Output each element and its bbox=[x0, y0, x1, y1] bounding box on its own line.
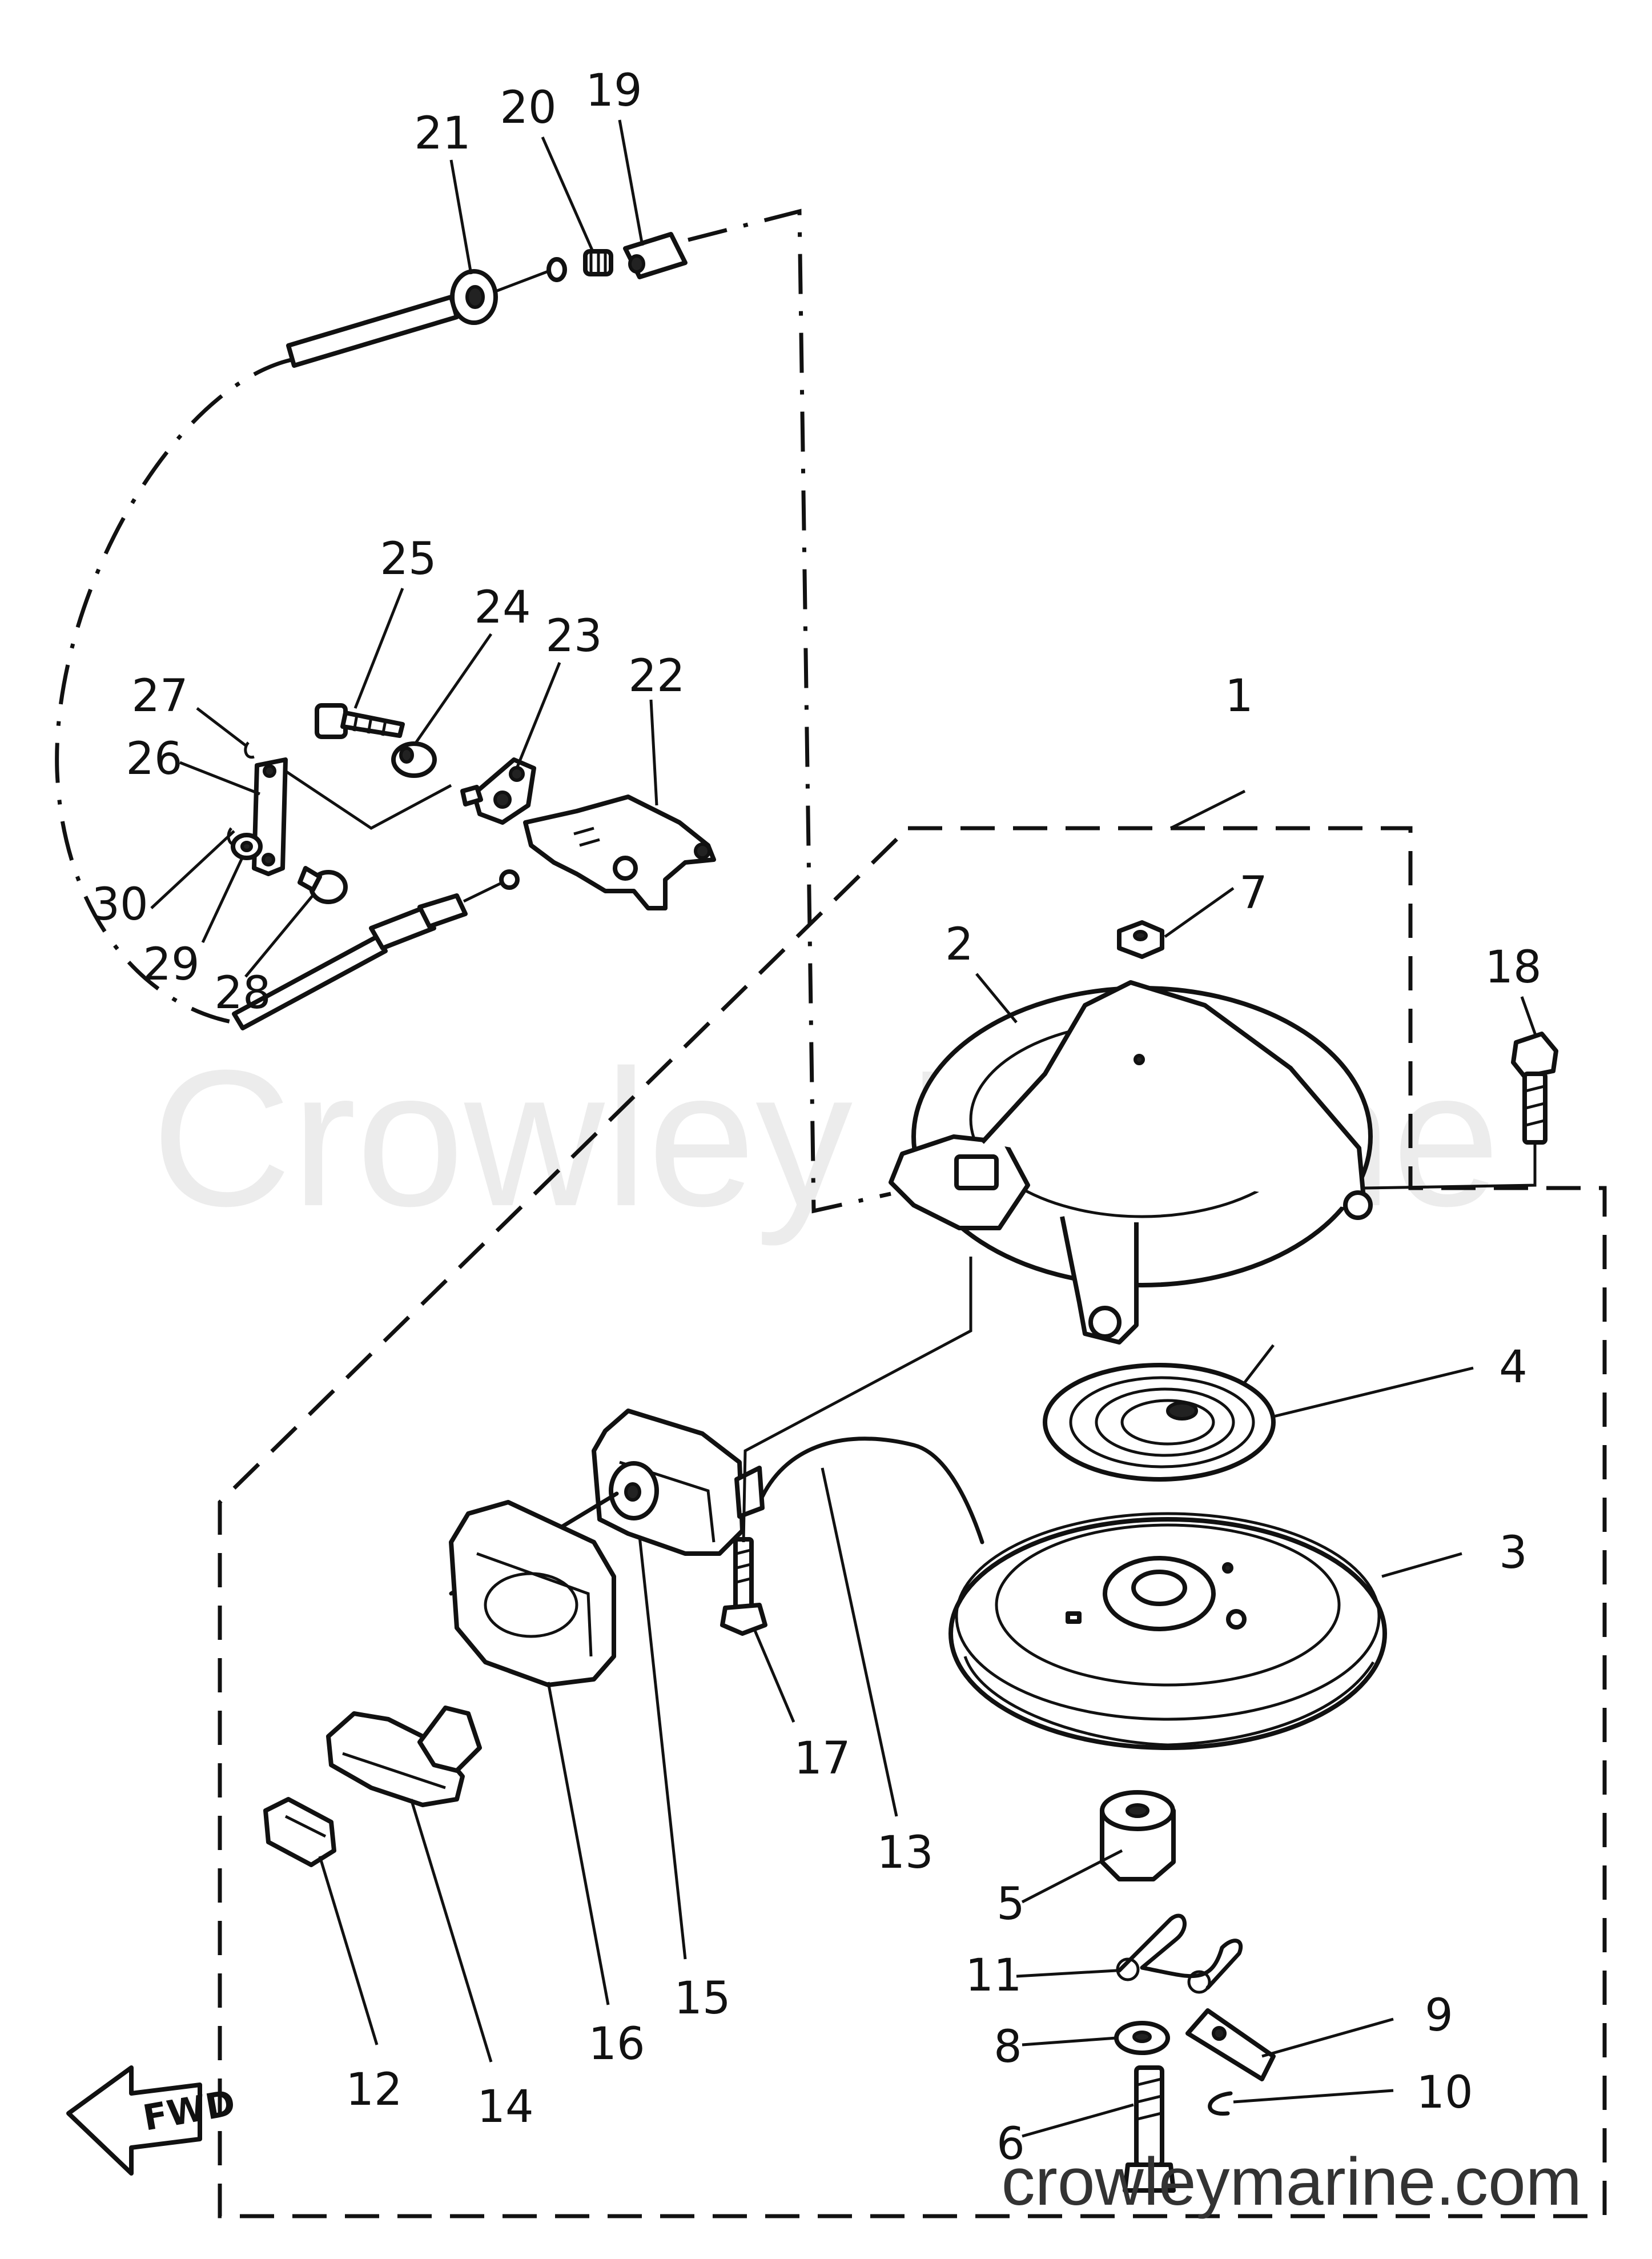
starter-housing-part-2 bbox=[889, 980, 1373, 1345]
screw-part-17 bbox=[720, 1537, 767, 1636]
callout-2: 2 bbox=[945, 919, 974, 970]
starter-rope-part-13 bbox=[760, 1437, 984, 1544]
reel-part-3 bbox=[948, 1512, 1387, 1750]
callout-26: 26 bbox=[126, 733, 182, 785]
spiral-spring-part-4 bbox=[1043, 1344, 1276, 1482]
callout-4: 4 bbox=[1499, 1342, 1528, 1393]
cable-joint-part-19 bbox=[623, 232, 688, 279]
bolt-part-18 bbox=[1511, 1032, 1558, 1145]
callout-10: 10 bbox=[1416, 2067, 1473, 2118]
callout-17: 17 bbox=[794, 1733, 850, 1784]
forward-direction-arrow: FWD bbox=[66, 2065, 238, 2176]
callout-25: 25 bbox=[380, 533, 436, 585]
callout-16: 16 bbox=[588, 2019, 645, 2070]
callout-24: 24 bbox=[474, 582, 530, 633]
guide-connection bbox=[742, 1257, 972, 1543]
nut-part-7 bbox=[1117, 920, 1164, 959]
clip-part-27 bbox=[244, 741, 255, 759]
callout-15: 15 bbox=[674, 1973, 730, 2024]
callout-21: 21 bbox=[414, 108, 471, 159]
leader-lines bbox=[150, 119, 1538, 2138]
bushing-part-5 bbox=[1100, 1790, 1176, 1881]
callout-7: 7 bbox=[1239, 868, 1268, 919]
handle-grip-part-16 bbox=[449, 1500, 616, 1687]
washer-part-29 bbox=[231, 833, 263, 860]
guide-part-15 bbox=[592, 1409, 765, 1556]
callout-29: 29 bbox=[143, 939, 199, 990]
callout-30: 30 bbox=[91, 879, 148, 930]
lower-cable bbox=[232, 869, 520, 1030]
pawl-part-9 bbox=[1185, 2008, 1276, 2081]
assembly-boundary bbox=[218, 826, 1607, 2218]
callout-9: 9 bbox=[1425, 1990, 1453, 2041]
callout-11: 11 bbox=[965, 1950, 1022, 2001]
callout-1: 1 bbox=[1225, 671, 1253, 722]
callout-18: 18 bbox=[1485, 942, 1541, 993]
callout-3: 3 bbox=[1499, 1527, 1528, 1579]
link-rod-part-26 bbox=[252, 757, 288, 876]
cable-route bbox=[55, 358, 292, 1025]
callout-23: 23 bbox=[545, 611, 602, 662]
callout-27: 27 bbox=[131, 671, 188, 722]
callout-8: 8 bbox=[994, 2021, 1022, 2073]
throttle-cable bbox=[286, 257, 567, 368]
bolt-part-25 bbox=[315, 703, 405, 739]
handle-part-14 bbox=[326, 1706, 482, 1807]
callout-20: 20 bbox=[500, 82, 556, 134]
website-label: crowleymarine.com bbox=[1002, 2144, 1582, 2220]
linkage-line bbox=[284, 769, 452, 830]
callout-28: 28 bbox=[214, 968, 271, 1019]
callout-13: 13 bbox=[877, 1827, 933, 1879]
callout-labels: 1 2 3 4 5 6 7 8 9 10 11 12 13 14 15 16 1… bbox=[91, 65, 1541, 2170]
insert-part-12 bbox=[263, 1797, 336, 1867]
bolt-part-6 bbox=[1123, 2065, 1176, 2193]
callout-22: 22 bbox=[628, 651, 685, 702]
circlip-part-10 bbox=[1208, 2091, 1233, 2116]
callout-12: 12 bbox=[345, 2064, 402, 2116]
callout-5: 5 bbox=[996, 1879, 1025, 1930]
cable-route-vertical bbox=[688, 208, 891, 1214]
lever-part-23 bbox=[460, 757, 536, 825]
washer-part-8 bbox=[1114, 2021, 1170, 2055]
callout-19: 19 bbox=[585, 65, 642, 117]
collar-part-24 bbox=[391, 741, 437, 778]
housing-connection bbox=[1364, 1142, 1537, 1190]
callout-14: 14 bbox=[477, 2081, 533, 2133]
callout-6: 6 bbox=[996, 2118, 1025, 2170]
pin-part-28 bbox=[298, 866, 348, 904]
bracket-part-22 bbox=[523, 795, 716, 910]
spring-part-20 bbox=[583, 249, 613, 276]
spring-clip-part-11 bbox=[1116, 1913, 1243, 1994]
